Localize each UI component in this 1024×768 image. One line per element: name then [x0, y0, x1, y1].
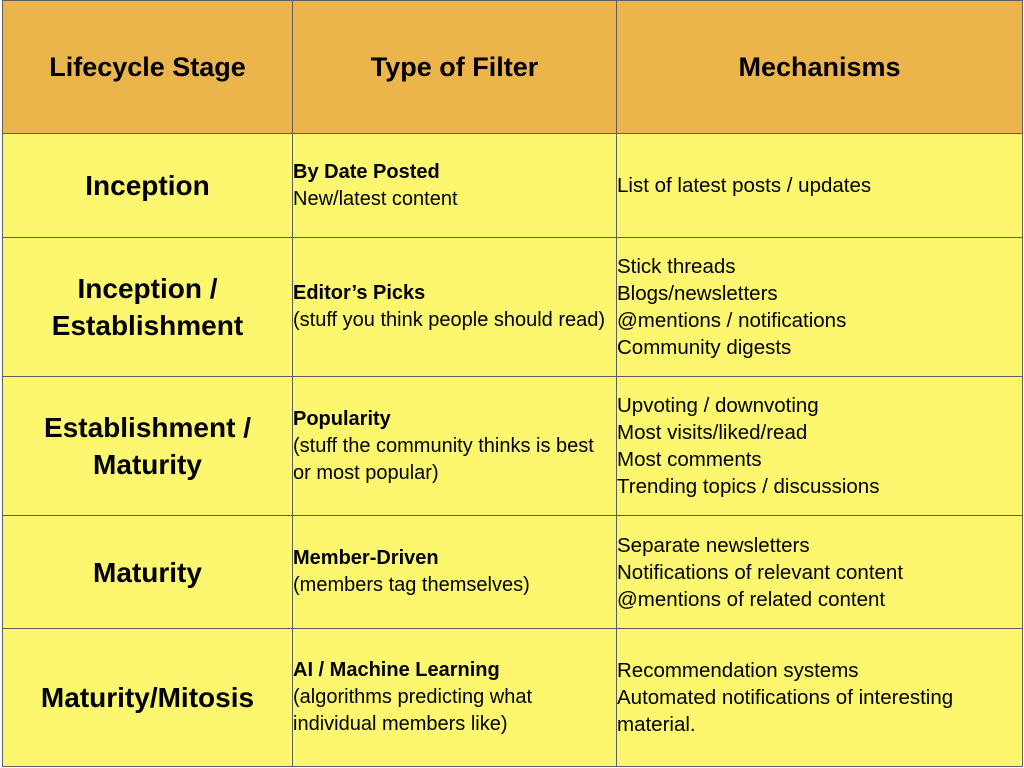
mechanism-item: Notifications of relevant content [617, 560, 904, 584]
mechanism-item: @mentions / notifications [617, 309, 847, 332]
filter-title: Member-Driven [293, 547, 439, 569]
mechanisms-cell: Upvoting / downvoting Most visits/liked/… [616, 376, 1023, 516]
mechanism-item: Most visits/liked/read [617, 421, 808, 444]
mechanism-item: Most comments [617, 448, 762, 471]
stage-cell: Maturity/Mitosis [2, 628, 293, 767]
header-type-of-filter: Type of Filter [292, 0, 617, 134]
filter-title: AI / Machine Learning [293, 659, 500, 681]
stage-cell: Maturity [2, 515, 293, 629]
filter-title: Editor’s Picks [293, 282, 426, 304]
mechanism-item: Stick threads [617, 255, 736, 278]
header-mechanisms: Mechanisms [616, 0, 1023, 134]
table-row: Maturity/Mitosis AI / Machine Learning (… [2, 628, 1023, 767]
filter-cell: Member-Driven (members tag themselves) [292, 515, 617, 629]
mechanism-item: List of latest posts / updates [617, 174, 872, 197]
table-row: Inception / Establishment Editor’s Picks… [2, 237, 1023, 377]
stage-cell: Establishment / Maturity [2, 376, 293, 516]
mechanisms-cell: Stick threads Blogs/newsletters @mention… [616, 237, 1023, 377]
header-row: Lifecycle Stage Type of Filter Mechanism… [2, 0, 1023, 134]
filter-description: (algorithms predicting what individual m… [293, 686, 532, 735]
stage-cell: Inception / Establishment [2, 237, 293, 377]
mechanism-item: Trending topics / discussions [617, 475, 880, 498]
filter-description: (stuff you think people should read) [293, 309, 606, 331]
header-lifecycle-stage: Lifecycle Stage [2, 0, 293, 134]
table-row: Inception By Date Posted New/latest cont… [2, 133, 1023, 238]
table-row: Maturity Member-Driven (members tag them… [2, 515, 1023, 629]
mechanism-item: Automated notifications of interesting m… [617, 686, 954, 736]
mechanism-item: Upvoting / downvoting [617, 394, 819, 417]
filter-description: (stuff the community thinks is best or m… [293, 434, 594, 484]
mechanism-item: Separate newsletters [617, 533, 810, 557]
filter-cell: Popularity (stuff the community thinks i… [292, 376, 617, 516]
stage-cell: Inception [2, 133, 293, 238]
mechanism-item: @mentions of related content [617, 587, 886, 611]
mechanisms-cell: List of latest posts / updates [616, 133, 1023, 238]
filter-title: Popularity [293, 407, 391, 430]
filter-cell: By Date Posted New/latest content [292, 133, 617, 238]
mechanisms-cell: Separate newsletters Notifications of re… [616, 515, 1023, 629]
filter-cell: AI / Machine Learning (algorithms predic… [292, 628, 617, 767]
mechanisms-cell: Recommendation systems Automated notific… [616, 628, 1023, 767]
mechanism-item: Recommendation systems [617, 659, 859, 682]
filter-description: (members tag themselves) [293, 574, 530, 596]
filter-description: New/latest content [293, 187, 458, 210]
mechanism-item: Community digests [617, 336, 792, 359]
filter-title: By Date Posted [293, 160, 440, 183]
table-row: Establishment / Maturity Popularity (stu… [2, 376, 1023, 516]
filter-cell: Editor’s Picks (stuff you think people s… [292, 237, 617, 377]
mechanism-item: Blogs/newsletters [617, 282, 778, 305]
